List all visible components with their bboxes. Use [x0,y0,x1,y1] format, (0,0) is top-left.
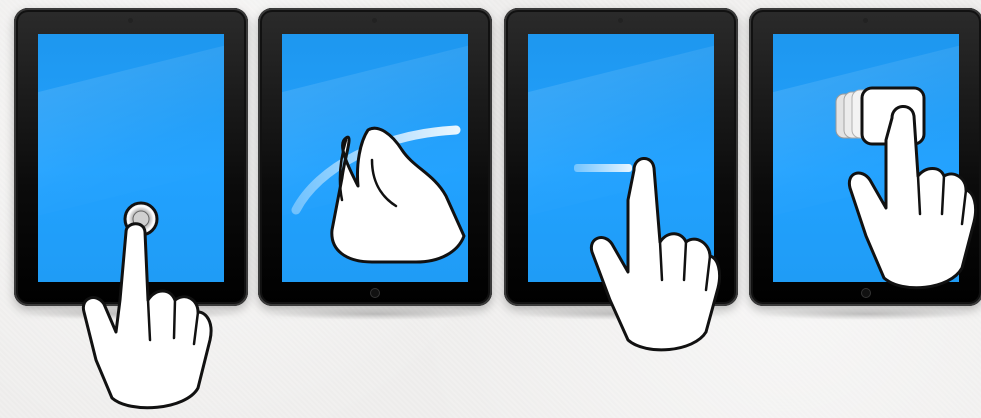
home-button-icon [370,288,380,298]
tablet-rotate [258,8,492,306]
camera-icon [863,18,868,23]
camera-icon [128,18,133,23]
tablet-screen [38,34,224,282]
tablet-tap [14,8,248,306]
tablet-screen [773,34,959,282]
tablet-tap-and-hold [749,8,981,306]
home-button-icon [126,288,136,298]
tablet-swipe [504,8,738,306]
camera-icon [618,18,623,23]
home-button-icon [616,288,626,298]
tablet-screen [282,34,468,282]
tablet-screen [528,34,714,282]
home-button-icon [861,288,871,298]
camera-icon [372,18,377,23]
